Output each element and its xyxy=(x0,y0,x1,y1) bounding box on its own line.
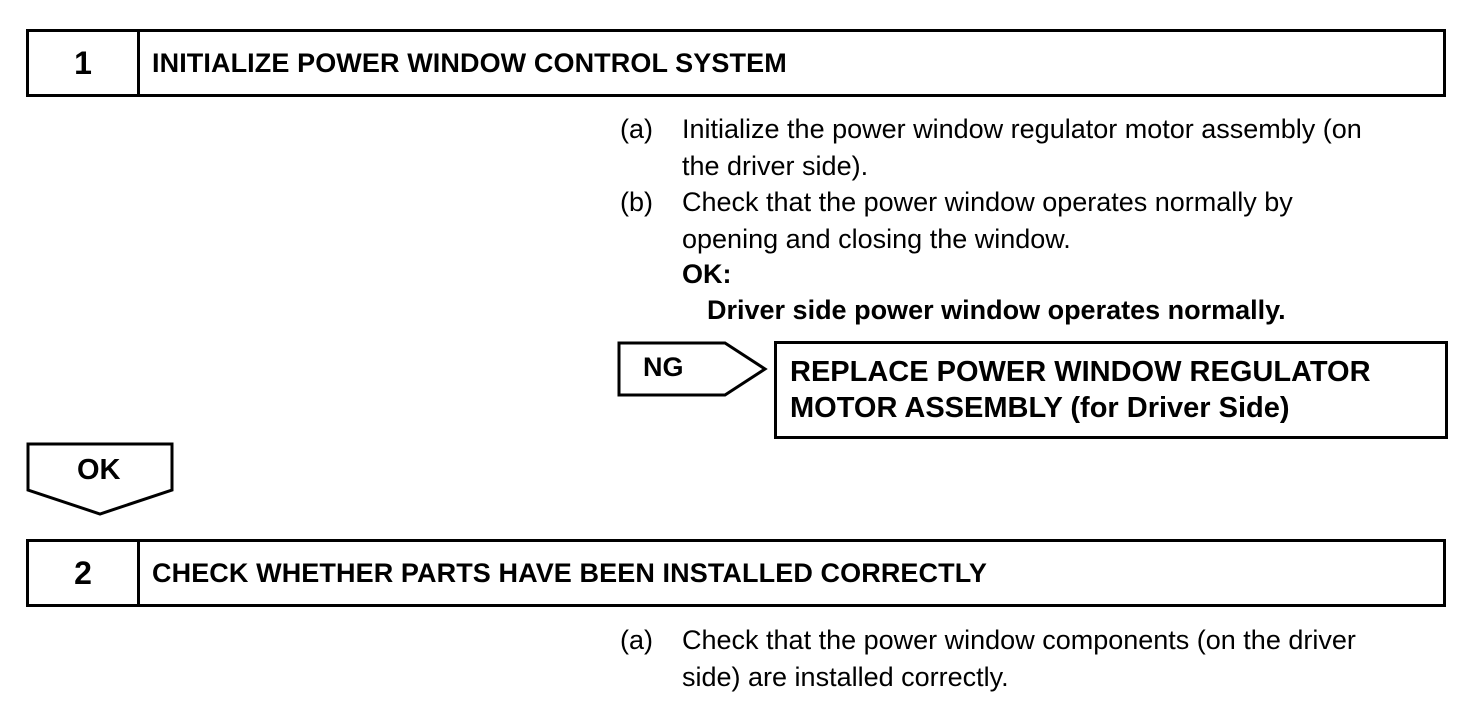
instruction-text-line: opening and closing the window. xyxy=(682,224,1071,254)
ng-arrow xyxy=(617,341,768,397)
ok-label: OK xyxy=(77,454,121,486)
step-1-title: INITIALIZE POWER WINDOW CONTROL SYSTEM xyxy=(152,47,787,78)
ok-criteria-text: Driver side power window operates normal… xyxy=(707,295,1286,325)
ng-action-line: MOTOR ASSEMBLY (for Driver Side) xyxy=(790,392,1290,424)
step-1-instructions: (a) Initialize the power window regulato… xyxy=(0,0,1472,340)
ng-label: NG xyxy=(643,352,684,382)
ok-down-arrow xyxy=(26,442,174,516)
step-1-number: 1 xyxy=(29,32,140,94)
ok-criteria-heading: OK: xyxy=(682,259,732,289)
instruction-text-line: Check that the power window components (… xyxy=(682,625,1356,655)
instruction-text-line: Check that the power window operates nor… xyxy=(682,187,1293,217)
step-2-header: 2 CHECK WHETHER PARTS HAVE BEEN INSTALLE… xyxy=(26,539,1446,607)
instruction-letter: (a) xyxy=(620,114,653,144)
step-1-header: 1 INITIALIZE POWER WINDOW CONTROL SYSTEM xyxy=(26,29,1446,97)
ng-action-box: REPLACE POWER WINDOW REGULATOR MOTOR ASS… xyxy=(774,341,1448,439)
step-2-number: 2 xyxy=(29,542,140,604)
instruction-text-line: the driver side). xyxy=(682,151,869,181)
ng-action-line: REPLACE POWER WINDOW REGULATOR xyxy=(790,356,1371,388)
instruction-letter: (b) xyxy=(620,187,653,217)
instruction-text-line: Initialize the power window regulator mo… xyxy=(682,114,1362,144)
instruction-text-line: side) are installed correctly. xyxy=(682,662,1009,692)
step-2-title: CHECK WHETHER PARTS HAVE BEEN INSTALLED … xyxy=(152,557,987,588)
instruction-letter: (a) xyxy=(620,625,653,655)
